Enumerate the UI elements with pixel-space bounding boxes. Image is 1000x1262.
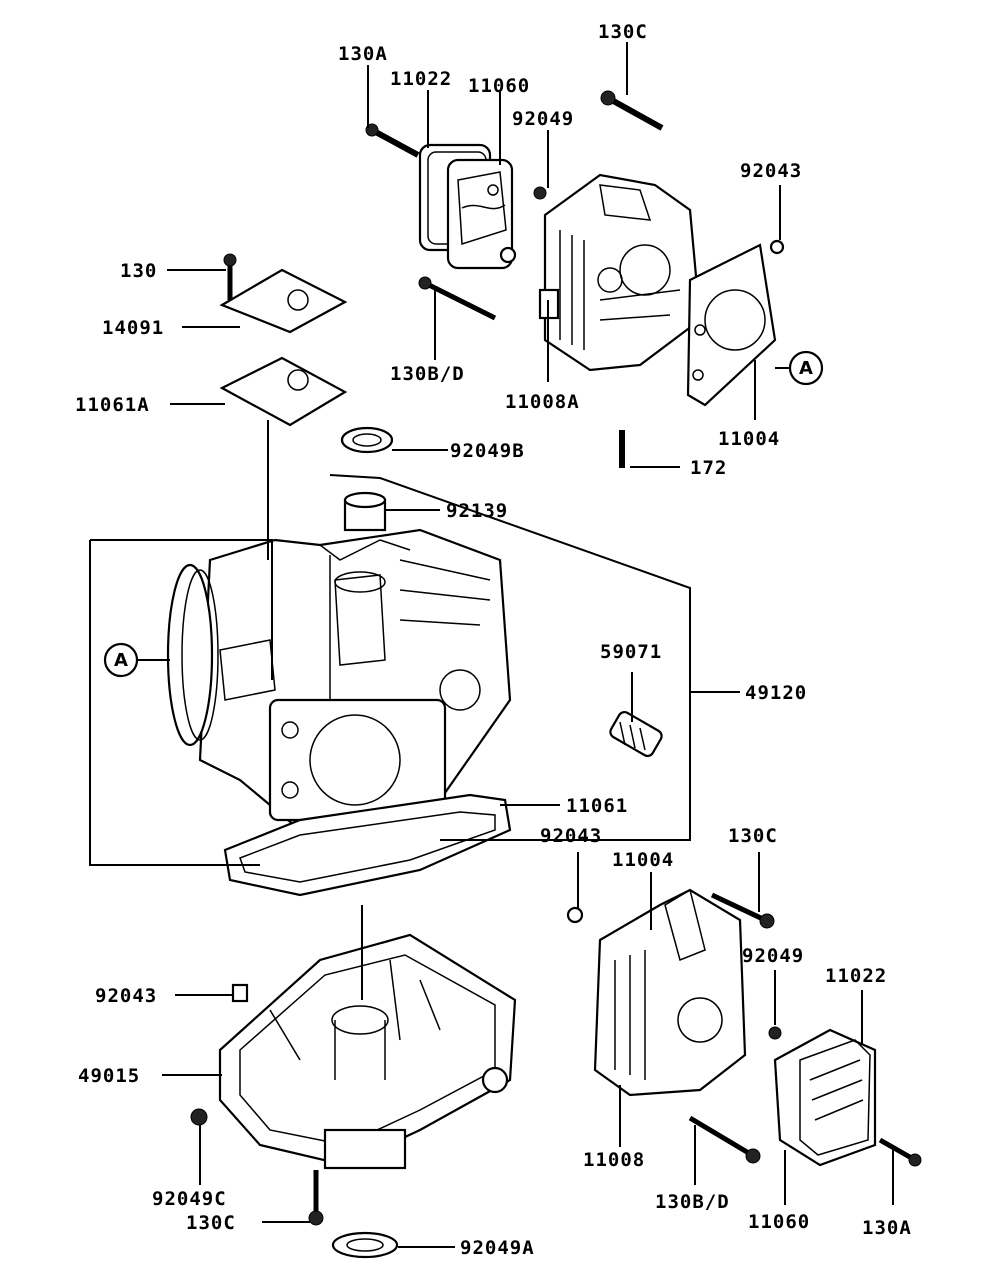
label-11061: 11061 (566, 795, 628, 817)
bolt-130a-top (365, 123, 420, 158)
spring-59071 (609, 710, 663, 758)
label-92049-mid: 92049 (742, 945, 804, 967)
label-130a-top: 130A (338, 43, 388, 65)
label-11004-top: 11004 (718, 428, 780, 450)
cylinder-head-top (538, 173, 702, 372)
label-11060-top: 11060 (468, 75, 530, 97)
label-130: 130 (120, 260, 157, 282)
bolt-130c-mid (710, 892, 775, 929)
label-92043-top: 92043 (740, 160, 802, 182)
head-cover-bottom (773, 1028, 877, 1167)
bolt-130bd-bottom (688, 1115, 761, 1164)
label-92049a: 92049A (460, 1237, 535, 1259)
label-92043-mid: 92043 (540, 825, 602, 847)
seal-92049c (190, 1108, 208, 1126)
label-49015: 49015 (78, 1065, 140, 1087)
gasket-11061 (223, 793, 512, 897)
callout-a-top (788, 350, 824, 386)
callout-a-top-text: A (799, 358, 813, 379)
bolt-130c-top (600, 90, 664, 131)
pin-92043-left (231, 983, 249, 1003)
label-130c-top: 130C (598, 21, 648, 43)
label-92049c: 92049C (152, 1188, 227, 1210)
ring-part (499, 246, 517, 264)
oil-pan (218, 933, 517, 1170)
breather-cover (219, 253, 348, 334)
label-92049b: 92049B (450, 440, 525, 462)
label-130a-bottom: 130A (862, 1217, 912, 1239)
nut-92049-top (533, 186, 547, 200)
breather-gasket (219, 356, 348, 427)
label-130c-mid: 130C (728, 825, 778, 847)
label-11004-mid: 11004 (612, 849, 674, 871)
bolt-130bd-top (418, 276, 497, 321)
label-11022-top: 11022 (390, 68, 452, 90)
label-130bd-top: 130B/D (390, 363, 465, 385)
cup-92139 (343, 491, 387, 532)
label-92049-top: 92049 (512, 108, 574, 130)
label-92043-left: 92043 (95, 985, 157, 1007)
nut-92049-mid (768, 1026, 782, 1040)
label-92139: 92139 (446, 500, 508, 522)
pin-92043-top (769, 239, 785, 255)
bolt-130c-bottom (308, 1170, 324, 1226)
label-130bd-bottom: 130B/D (655, 1191, 730, 1213)
bolt-130a-bottom (878, 1137, 922, 1167)
callout-a-left-text: A (114, 650, 128, 671)
cylinder-head-bottom (593, 888, 747, 1097)
label-49120: 49120 (745, 682, 807, 704)
callout-a-left (103, 642, 139, 678)
label-130c-bottom: 130C (186, 1212, 236, 1234)
crankcase (166, 528, 512, 832)
label-11008: 11008 (583, 1149, 645, 1171)
label-11008a: 11008A (505, 391, 580, 413)
head-gasket-top (686, 243, 777, 407)
oil-seal-92049a (331, 1231, 399, 1259)
label-11061a: 11061A (75, 394, 150, 416)
head-cover-top (418, 143, 514, 270)
label-59071: 59071 (600, 641, 662, 663)
label-11060-bottom: 11060 (748, 1211, 810, 1233)
leader-lines (138, 42, 894, 1248)
label-11022-bottom: 11022 (825, 965, 887, 987)
label-14091: 14091 (102, 317, 164, 339)
label-172: 172 (690, 457, 727, 479)
pin-92043-mid (566, 906, 584, 924)
oil-seal-92049b (340, 426, 394, 454)
